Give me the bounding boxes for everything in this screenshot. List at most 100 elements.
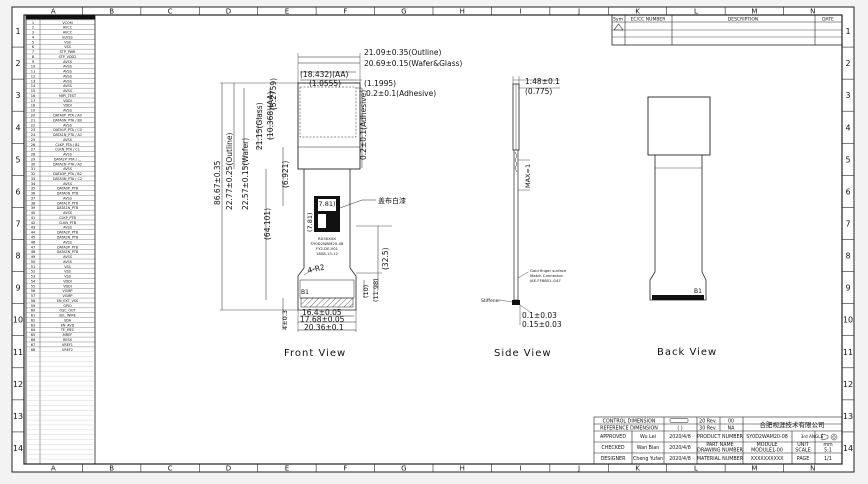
checked-name: Wan Bian [637, 445, 660, 451]
pin-number: 32 [31, 172, 36, 176]
back-stiffener [652, 295, 704, 300]
pin-signal: DATA1P_PTA / C0 [53, 128, 82, 132]
pin-number: 8 [32, 55, 35, 59]
pin-number: 17 [31, 99, 36, 103]
zone-col-h-bottom: H [460, 465, 465, 473]
pin-number: 4 [32, 35, 35, 39]
zone-col-n-bottom: N [810, 465, 815, 473]
pin-number: 39 [31, 206, 36, 210]
pin-signal: AVSS [63, 211, 72, 215]
zone-row-8-right: 8 [845, 252, 850, 261]
dim-outline-width: 21.09±0.35(Outline) [364, 48, 442, 57]
side-note-line-3: JAE-FF6801-G47 [529, 278, 561, 283]
pin-number: 52 [31, 270, 36, 274]
dim-1-1995: (1.1995) [364, 79, 396, 88]
drawing-number: MODULE1-00 [751, 448, 783, 454]
zone-row-9-left: 9 [15, 284, 20, 293]
pin-signal: DATA0N_PTB [57, 192, 79, 196]
pin-signal: TE_MEC [60, 328, 75, 332]
zone-row-7-left: 7 [15, 219, 20, 228]
third-angle-icon [821, 433, 838, 441]
pin-signal: VREF2 [62, 348, 73, 352]
dim-aa-height: (10.368)(AA) [266, 92, 275, 140]
back-panel-outline [647, 96, 711, 156]
side-note-line-2: Match Connector: [530, 273, 564, 278]
pin-signal: AVSS [63, 167, 72, 171]
side-dim-0-775: (0.775) [525, 87, 552, 96]
approved-name: Wu Lei [640, 434, 656, 440]
pin-number: 66 [31, 338, 36, 342]
pin-signal: RESX [63, 338, 73, 342]
zone-row-14-right: 14 [843, 444, 853, 453]
dim-aa-width: (18.432)(AA) [300, 70, 348, 79]
rev-sym-header: Sym [613, 17, 623, 23]
pin-signal: AVSS [63, 226, 72, 230]
pin-number: 5 [32, 40, 34, 44]
pin-number: 27 [31, 148, 36, 152]
pin-signal: DATA0N_PTA / B0 [53, 118, 82, 122]
pin-number: 53 [31, 275, 36, 279]
pin-signal: AVSS [63, 70, 72, 74]
zone-col-k-bottom: K [635, 465, 640, 473]
zone-row-9-right: 9 [845, 284, 850, 293]
front-panel-outline [297, 82, 361, 170]
pin-number: 38 [31, 201, 36, 205]
front-b1-label: B1 [301, 289, 309, 296]
zone-row-6-right: 6 [845, 187, 850, 196]
pin-signal: VSS [64, 270, 71, 274]
pin-number: 15 [31, 89, 36, 93]
pin-signal: AVSS [63, 74, 72, 78]
pin-signal: SEL_WIRE [59, 314, 76, 318]
pin-number: 40 [31, 211, 36, 215]
pin-number: 35 [31, 187, 36, 191]
pin-signal: DATA0P_PTB [57, 187, 79, 191]
pin-number: 12 [31, 74, 36, 78]
zone-row-13-right: 13 [843, 412, 853, 421]
side-dim-0-15: 0.15±0.03 [522, 320, 562, 329]
pin-number: 1 [32, 21, 34, 25]
back-b1-label: B1 [694, 288, 702, 295]
zone-col-c-bottom: C [168, 465, 173, 473]
zone-col-l-bottom: L [694, 465, 698, 473]
zone-row-11-right: 11 [843, 348, 853, 357]
zone-col-d-bottom: D [226, 465, 231, 473]
side-view [499, 76, 560, 325]
scale-label: SCALE [795, 448, 810, 454]
pin-signal: CLKN_PTA / C1 [55, 148, 80, 152]
pin-signal: VDDI [63, 99, 72, 103]
pin-number: 13 [31, 79, 36, 83]
zone-row-13-left: 13 [13, 412, 23, 421]
pin-number: 6 [32, 45, 35, 49]
ic-text-3: FY2-DE-V01 [316, 246, 339, 251]
zone-col-i-bottom: I [520, 465, 522, 473]
zone-row-8-left: 8 [15, 252, 20, 261]
dim-wafer-glass: 20.69±0.15(Wafer&Glass) [364, 59, 462, 68]
dim-1-0555: (1.0555) [309, 79, 341, 88]
product-number-label: PRODUCT NUMBER [697, 434, 744, 440]
zone-col-g-top: G [401, 8, 406, 16]
zone-col-a-bottom: A [51, 465, 56, 473]
revision-table: Sym EC/CC NUMBER DESCRIPTION DATE [611, 14, 843, 46]
zone-col-f-top: F [343, 8, 347, 16]
pin-number: 41 [31, 216, 36, 220]
revision-triangle-icon [613, 23, 624, 31]
rev-date-header: DATE [822, 17, 834, 23]
product-number: SY0D2WAM20-08 [746, 434, 788, 440]
dim-overall-height: 86.67±0.35 [213, 160, 222, 205]
front-active-area [299, 86, 357, 138]
pin-signal: OSC_OUT [59, 309, 76, 313]
zone-row-10-left: 10 [13, 316, 23, 325]
front-stiffener-hatch [300, 297, 354, 308]
dim-10: (10) [362, 285, 370, 298]
zone-col-e-bottom: E [285, 465, 289, 473]
callout-label: 盖布白漆 [378, 196, 406, 205]
zone-col-b-bottom: B [109, 465, 114, 473]
zone-row-12-right: 12 [843, 380, 853, 389]
ic-text-1: RX3XXXX [318, 236, 336, 241]
pin-signal: AVSS [63, 255, 72, 259]
pin-number: 10 [31, 65, 36, 69]
dim-7-81-side: (7.81) [306, 212, 314, 232]
pin-signal: VSS [64, 265, 71, 269]
zone-col-b-top: B [109, 8, 114, 16]
